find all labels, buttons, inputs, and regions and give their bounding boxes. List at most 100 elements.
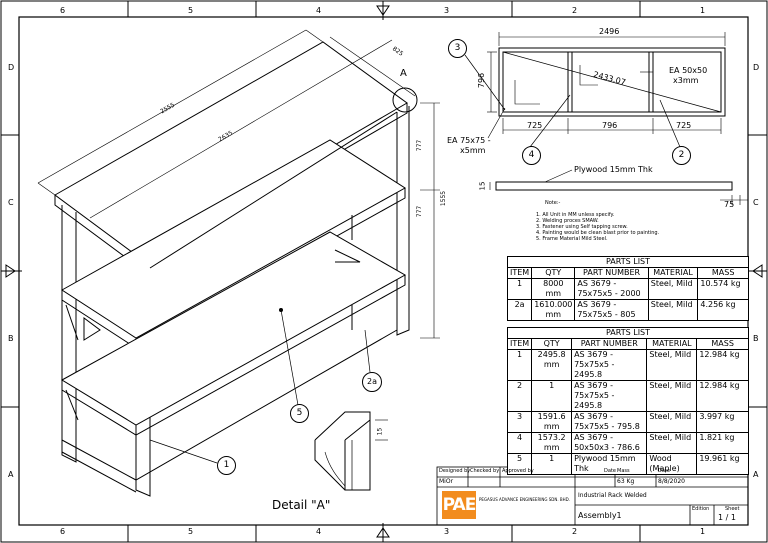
- detail-a-label: Detail "A": [272, 498, 331, 512]
- cell-part-number: Plywood 15mm Thk: [571, 453, 648, 475]
- cell-material: Steel, Mild: [647, 278, 699, 300]
- cell-material: Steel, Mild: [646, 411, 698, 433]
- approved-by-label: Approved by: [502, 468, 534, 474]
- rack-isometric: [54, 41, 410, 497]
- cell-material: Steel, Mild: [647, 299, 699, 321]
- zone-col-1-bottom: 1: [700, 527, 706, 536]
- zone-row-b-right: B: [753, 334, 759, 343]
- cell-qty: 2495.8 mm: [531, 349, 573, 381]
- zone-row-c-left: C: [8, 198, 14, 207]
- segment-1-dim: 725: [527, 121, 543, 130]
- zone-col-2-top: 2: [572, 6, 578, 15]
- cell-mass: 3.997 kg: [696, 411, 749, 433]
- cell-part-number: AS 3679 - 75x75x5 - 795.8: [571, 411, 648, 433]
- segment-3-dim: 725: [676, 121, 692, 130]
- plywood-side-view: [489, 169, 748, 205]
- note-item: 2. Welding proces SMAW.: [536, 218, 599, 224]
- zone-row-b-left: B: [8, 334, 14, 343]
- ea-small-label: EA 50x50: [669, 66, 708, 75]
- table-row: 1 8000 mm AS 3679 - 75x75x5 - 2000 Steel…: [506, 278, 749, 300]
- col-qty: QTY: [531, 267, 576, 279]
- cell-part-number: AS 3679 - 75x75x5 - 2495.8: [571, 380, 648, 412]
- table-row: 3 1591.6 mm AS 3679 - 75x75x5 - 795.8 St…: [506, 411, 749, 433]
- note-item: 5. Frame Material Mild Steel.: [536, 236, 608, 242]
- balloon-2a: 2a: [362, 372, 382, 392]
- cell-mass: 12.984 kg: [696, 380, 749, 412]
- cell-mass: 1.821 kg: [696, 432, 749, 454]
- col-qty: QTY: [531, 338, 573, 350]
- designed-by-value: MiOr: [439, 478, 454, 485]
- cell-part-number: AS 3679 - 75x75x5 - 805: [574, 299, 649, 321]
- parts-list-2-title: PARTS LIST: [507, 327, 749, 339]
- cell-qty: 1: [531, 453, 573, 475]
- plywood-end-dim: 75: [724, 200, 735, 209]
- left-height-dim: 796: [477, 72, 487, 89]
- balloon-2: 2: [672, 146, 691, 165]
- iso-height-upper-dim: 777: [416, 139, 424, 152]
- plywood-thickness-dim: 15: [478, 181, 487, 191]
- cell-item: 3: [506, 411, 533, 433]
- top-view-frame: [487, 32, 726, 139]
- note-item: 3. Fastener using Self tapping screw.: [536, 224, 628, 230]
- plywood-label: Plywood 15mm Thk: [574, 165, 653, 174]
- zone-row-d-right: D: [753, 63, 760, 72]
- balloon-5-dot: [279, 308, 283, 312]
- zone-col-4-top: 4: [316, 6, 322, 15]
- detail-a-drawing: [314, 411, 388, 491]
- zone-col-2-bottom: 2: [572, 527, 578, 536]
- zone-row-a-left: A: [8, 470, 14, 479]
- col-part-number: PART NUMBER: [574, 267, 649, 279]
- balloon-3: 3: [448, 39, 467, 58]
- detail-a-marker: A: [400, 68, 407, 79]
- parts-list-1: PARTS LIST ITEM QTY PART NUMBER MATERIAL…: [506, 256, 749, 321]
- ea-small-thickness: x3mm: [673, 76, 699, 85]
- notes-list: 1. All Unit in MM unless specify. 2. Wel…: [536, 212, 659, 242]
- zone-col-4-bottom: 4: [316, 527, 322, 536]
- cell-material: Steel, Mild: [646, 380, 698, 412]
- date-label: Date: [604, 468, 616, 474]
- cell-material: Steel, Mild: [646, 349, 698, 381]
- detail-dim: 15: [376, 427, 384, 436]
- cell-qty: 1591.6 mm: [531, 411, 573, 433]
- cell-qty: 1610.000 mm: [531, 299, 576, 321]
- balloon-leaders: [149, 54, 681, 464]
- iso-height-lower-dim: 777: [416, 205, 424, 218]
- notes-title: Note:-: [545, 200, 561, 206]
- company-logo: PAE: [442, 491, 476, 519]
- zone-row-c-right: C: [753, 198, 759, 207]
- top-width-dim: 2496: [599, 27, 620, 36]
- note-item: 1. All Unit in MM unless specify.: [536, 212, 615, 218]
- col-material: MATERIAL: [647, 267, 699, 279]
- cell-part-number: AS 3679 - 75x75x5 - 2000: [574, 278, 649, 300]
- zone-row-d-left: D: [8, 63, 15, 72]
- note-item: 4. Painting would be clean blast prior t…: [536, 230, 660, 236]
- cell-item: 5: [506, 453, 533, 475]
- zone-col-1-top: 1: [700, 6, 706, 15]
- cell-mass: 12.984 kg: [696, 349, 749, 381]
- zone-col-3-bottom: 3: [444, 527, 450, 536]
- cell-item: 4: [506, 432, 533, 454]
- mass-label: Mass: [617, 468, 630, 474]
- drawing-title: Industrial Rack Welded: [578, 492, 647, 499]
- ea-large-thickness: x5mm: [460, 146, 486, 155]
- cell-mass: 19.961 kg: [696, 453, 749, 475]
- balloon-5: 5: [290, 404, 309, 423]
- balloon-4: 4: [522, 146, 541, 165]
- col-mass: MASS: [697, 267, 749, 279]
- sheet-label: Sheet: [725, 506, 740, 512]
- balloon-1: 1: [217, 456, 236, 475]
- cell-qty: 1573.2 mm: [531, 432, 573, 454]
- cell-item: 2a: [506, 299, 533, 321]
- col-mass: MASS: [696, 338, 749, 350]
- iso-dimension-lines: [37, 29, 440, 339]
- table-row: 2a 1610.000 mm AS 3679 - 75x75x5 - 805 S…: [506, 299, 749, 321]
- zone-col-5-bottom: 5: [188, 527, 194, 536]
- edition-label: Edition: [692, 506, 710, 512]
- cell-qty: 1: [531, 380, 573, 412]
- cell-material: Steel, Mild: [646, 432, 698, 454]
- cell-item: 1: [506, 278, 533, 300]
- iso-total-height-dim: 1555: [440, 190, 448, 207]
